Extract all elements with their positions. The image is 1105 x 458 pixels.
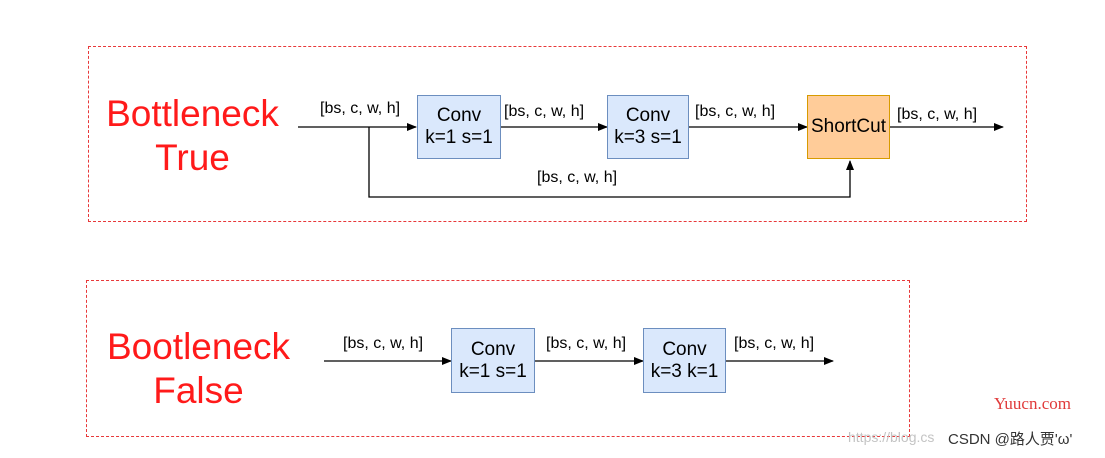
author-watermark: CSDN @路人贾'ω': [948, 431, 1073, 448]
title-line-2: True: [155, 137, 230, 178]
bottom-conv1-box: Conv k=1 s=1: [451, 328, 535, 393]
site-watermark: Yuucn.com: [994, 394, 1071, 413]
conv-params: k=3 k=1: [650, 360, 719, 382]
shortcut-label: ShortCut: [811, 116, 886, 137]
top-pre-shortcut-shape-label: [bs, c, w, h]: [695, 103, 776, 120]
title-line-2: False: [153, 370, 244, 411]
bottom-conv2-box: Conv k=3 k=1: [643, 328, 726, 393]
shortcut-box: ShortCut: [807, 95, 890, 159]
url-watermark: https://blog.cs: [848, 429, 935, 445]
bottleneck-false-title: Bootleneck False: [100, 325, 297, 413]
bottom-mid-shape-label: [bs, c, w, h]: [546, 335, 627, 352]
top-conv2-box: Conv k=3 s=1: [607, 95, 689, 159]
bottleneck-false-frame: [86, 280, 910, 437]
title-line-1: Bottleneck: [106, 93, 279, 134]
skip-shape-label: [bs, c, w, h]: [537, 169, 618, 186]
conv-label: Conv: [662, 338, 707, 360]
conv-label: Conv: [625, 105, 671, 126]
conv-params: k=1 s=1: [425, 127, 493, 148]
bottom-output-shape-label: [bs, c, w, h]: [734, 335, 815, 352]
bottleneck-true-frame: [88, 46, 1027, 222]
top-output-shape-label: [bs, c, w, h]: [897, 106, 978, 123]
title-line-1: Bootleneck: [106, 326, 291, 367]
top-input-shape-label: [bs, c, w, h]: [320, 100, 401, 117]
bottom-input-shape-label: [bs, c, w, h]: [343, 335, 424, 352]
skip-connection-arrow: [368, 127, 854, 198]
conv-params: k=3 s=1: [614, 127, 682, 148]
top-conv1-box: Conv k=1 s=1: [417, 95, 501, 159]
conv-params: k=1 s=1: [459, 360, 527, 382]
conv-label: Conv: [470, 338, 516, 360]
top-mid-shape-label: [bs, c, w, h]: [504, 103, 585, 120]
conv-label: Conv: [436, 105, 482, 126]
bottleneck-true-title: Bottleneck True: [100, 92, 285, 180]
